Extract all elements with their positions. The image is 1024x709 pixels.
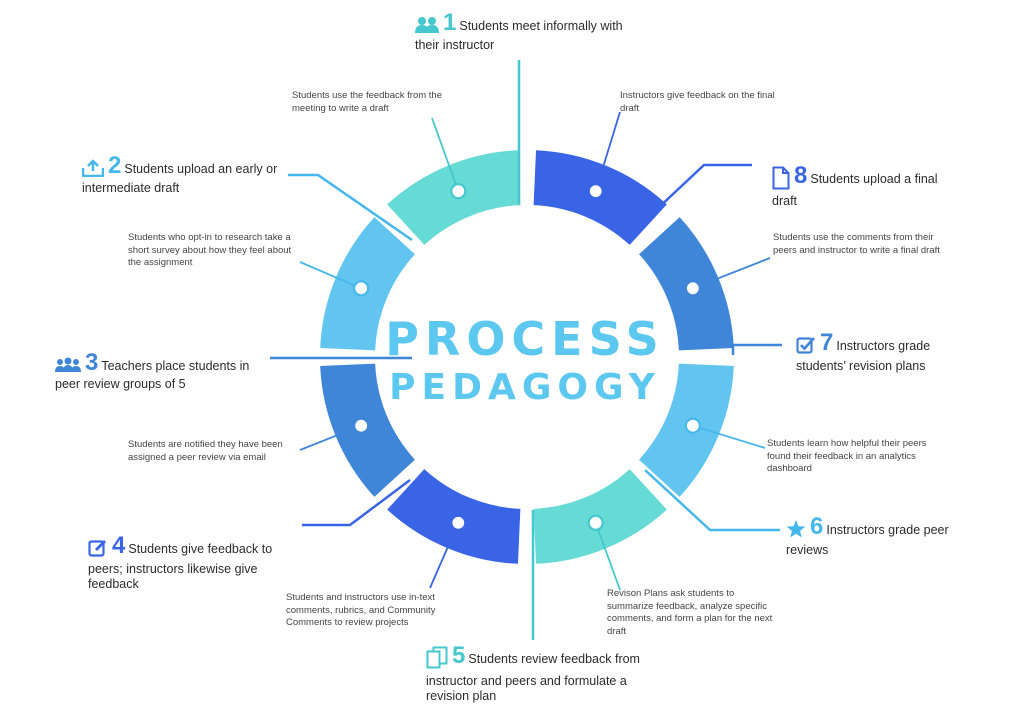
- description-leader-line: [299, 261, 362, 290]
- step-connector-line: [288, 173, 413, 242]
- description-7: Students use the comments from their pee…: [773, 232, 940, 256]
- ring-marker: [684, 280, 701, 297]
- documents-icon: [426, 646, 448, 674]
- description-leader-line: [431, 117, 460, 192]
- people-icon: [415, 16, 439, 38]
- description-leader-line: [594, 111, 621, 192]
- step-number: 3: [85, 349, 99, 376]
- step-number: 1: [443, 9, 457, 36]
- ring-marker: [353, 280, 370, 297]
- description-6: Students learn how helpful their peers f…: [767, 438, 927, 474]
- description-4: Students and instructors use in-text com…: [286, 592, 436, 628]
- step-connector-line: [731, 343, 782, 355]
- group-icon: [55, 357, 81, 377]
- upload-icon: [81, 158, 105, 181]
- ring-marker: [684, 417, 701, 434]
- description-leader-line: [429, 522, 460, 589]
- step-text: Students give feedback to peers; instruc…: [88, 542, 273, 591]
- step-text: Teachers place students in peer review g…: [55, 359, 250, 391]
- ring-marker: [353, 417, 370, 434]
- ring-marker: [450, 183, 467, 200]
- description-2: Students who opt-in to research take a s…: [128, 232, 292, 268]
- title-line-1: PROCESS: [385, 312, 665, 366]
- step-connector-line: [644, 469, 780, 532]
- star-icon: [786, 519, 806, 543]
- step-text: Instructors grade students’ revision pla…: [796, 339, 931, 373]
- step-number: 5: [452, 642, 466, 669]
- step-connector-line: [302, 479, 411, 527]
- connector-lines: [270, 60, 782, 640]
- description-leader-line: [692, 257, 771, 290]
- diagram-title: PROCESS PEDAGOGY: [380, 312, 670, 410]
- step-number: 6: [810, 513, 824, 540]
- step-connector-line: [639, 163, 752, 226]
- ring-marker: [587, 514, 604, 531]
- step-text: Instructors grade peer reviews: [786, 523, 949, 557]
- description-8: Instructors give feedback on the final d…: [620, 90, 775, 114]
- description-leader-line: [692, 424, 766, 449]
- title-line-2: PEDAGOGY: [389, 367, 661, 408]
- description-5: Revison Plans ask students to summarize …: [607, 588, 773, 637]
- step-number: 8: [794, 162, 808, 189]
- step-number: 2: [108, 152, 122, 179]
- description-1: Students use the feedback from the meeti…: [292, 90, 442, 114]
- ring-marker: [587, 183, 604, 200]
- step-number: 4: [112, 532, 126, 559]
- edit-icon: [88, 538, 108, 562]
- step-text: Students upload a final draft: [772, 172, 938, 208]
- ring-marker: [450, 514, 467, 531]
- document-icon: [772, 166, 790, 194]
- step-number: 7: [820, 329, 834, 356]
- step-text: Students meet informally with their inst…: [415, 19, 623, 52]
- description-leader-line: [299, 424, 362, 451]
- description-3: Students are notified they have been ass…: [128, 439, 283, 463]
- step-text: Students upload an early or intermediate…: [82, 162, 278, 195]
- step-text: Students review feedback from instructor…: [426, 652, 640, 703]
- description-leader-line: [594, 522, 621, 591]
- ring-markers: [353, 183, 701, 531]
- checkbox-icon: [796, 335, 816, 359]
